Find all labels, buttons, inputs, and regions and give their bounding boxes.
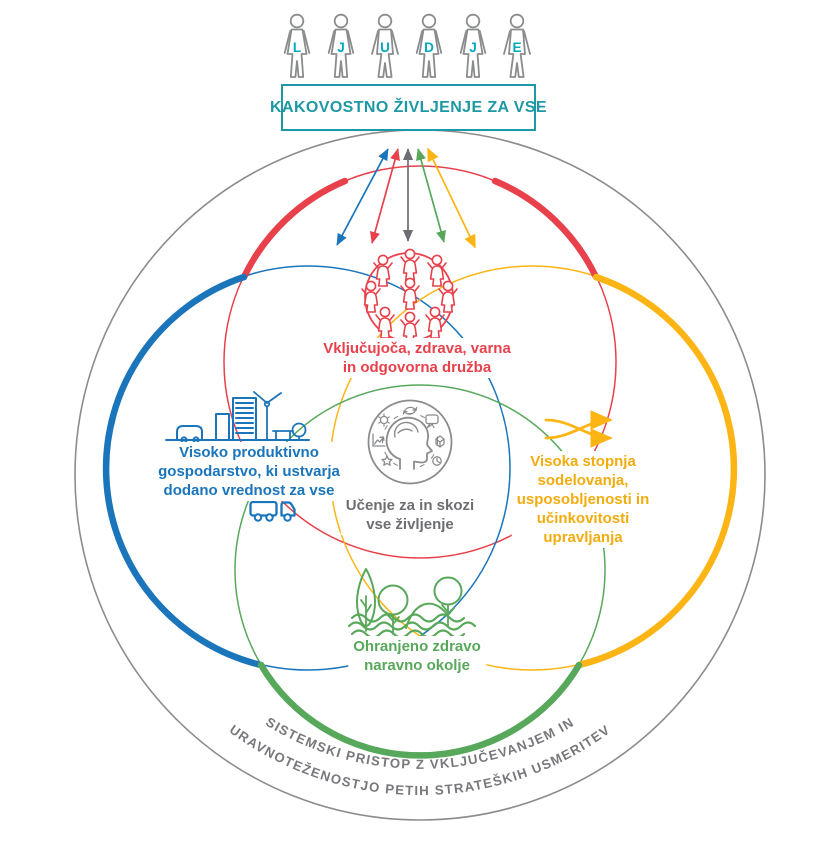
learning-label: Učenje za in skozi vse življenje (340, 495, 480, 535)
governance-label-line: usposobljenosti in (516, 491, 650, 508)
economy-label: Visoko produktivno gospodarstvo, ki ustv… (153, 442, 345, 501)
governance-label-line: učinkovitosti (536, 510, 630, 527)
arrow-green (416, 148, 446, 243)
crossing-arrows-icon (544, 410, 613, 448)
nature-icon (347, 568, 477, 639)
economy-label-line: Visoko produktivno (179, 444, 319, 461)
economy-label-line: gospodarstvo, ki ustvarja (158, 463, 340, 480)
person-letter: E (512, 40, 521, 55)
environment-thick-arc (257, 661, 583, 759)
learning-head-icon (367, 399, 453, 485)
society-label-line: Vključujoča, zdrava, varna (323, 340, 511, 357)
governance-thick-arc (575, 273, 738, 669)
society-label-line: in odgovorna družba (342, 359, 492, 376)
learning-label-line: vse življenje (366, 516, 454, 533)
person-letter: L (293, 40, 301, 55)
environment-label: Ohranjeno zdravo naravno okolje (348, 636, 486, 676)
governance-label-line: upravljanja (543, 529, 623, 546)
governance-label-line: sodelovanja, (537, 472, 629, 489)
arrow-blue (336, 148, 389, 246)
environment-label-line: naravno okolje (364, 657, 470, 674)
society-thick-arc-left (240, 177, 349, 281)
governance-label: Visoka stopnja sodelovanja, usposobljeno… (511, 451, 655, 548)
governance-label-line: Visoka stopnja (530, 453, 636, 470)
economy-label-line: dodano vrednost za vse (163, 482, 335, 499)
thick-arcs (102, 177, 738, 759)
truck-icon (249, 500, 296, 522)
person-letter: U (380, 40, 390, 55)
center-arrows (336, 147, 476, 249)
footer-arc-path-1 (154, 599, 687, 769)
page-title: KAKOVOSTNO ŽIVLJENJE ZA VSE (270, 98, 547, 116)
economy-thick-arc (102, 273, 265, 669)
environment-label-line: Ohranjeno zdravo (353, 638, 481, 655)
community-circle-icon (361, 248, 458, 344)
society-label: Vključujoča, zdrava, varna in odgovorna … (318, 338, 516, 378)
arrow-red (370, 148, 400, 244)
person-letter: J (337, 40, 345, 55)
arrow-yellow (427, 147, 476, 249)
title-box: KAKOVOSTNO ŽIVLJENJE ZA VSE (270, 84, 547, 131)
learning-label-line: Učenje za in skozi (345, 497, 475, 514)
person-letter: J (469, 40, 477, 55)
society-thick-arc-right (491, 177, 600, 281)
people-row: L J U D J E (283, 13, 531, 78)
person-letter: D (424, 40, 434, 55)
